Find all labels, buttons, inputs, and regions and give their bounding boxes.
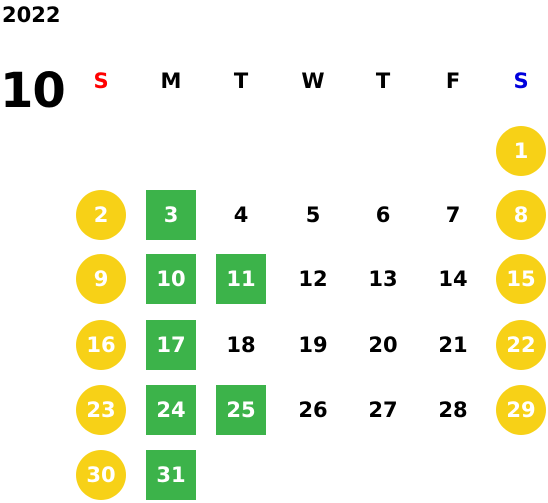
- weekday-thu: T: [375, 69, 391, 93]
- day-16[interactable]: 16: [76, 320, 126, 370]
- day-7[interactable]: 7: [445, 203, 461, 227]
- day-3[interactable]: 3: [146, 190, 196, 240]
- day-2[interactable]: 2: [76, 190, 126, 240]
- day-5[interactable]: 5: [305, 203, 321, 227]
- day-13[interactable]: 13: [368, 267, 398, 291]
- day-4[interactable]: 4: [233, 203, 249, 227]
- day-28[interactable]: 28: [438, 398, 468, 422]
- weekday-mon: M: [160, 69, 182, 93]
- day-14[interactable]: 14: [438, 267, 468, 291]
- day-10[interactable]: 10: [146, 254, 196, 304]
- day-11[interactable]: 11: [216, 254, 266, 304]
- day-22[interactable]: 22: [496, 320, 546, 370]
- weekday-sun: S: [93, 69, 109, 93]
- day-30[interactable]: 30: [76, 450, 126, 500]
- day-8[interactable]: 8: [496, 190, 546, 240]
- month-label: 10: [0, 63, 66, 119]
- weekday-sat: S: [513, 69, 529, 93]
- day-27[interactable]: 27: [368, 398, 398, 422]
- day-23[interactable]: 23: [76, 385, 126, 435]
- weekday-fri: F: [445, 69, 461, 93]
- day-12[interactable]: 12: [298, 267, 328, 291]
- weekday-wed: W: [301, 69, 325, 93]
- weekday-tue: T: [233, 69, 249, 93]
- day-25[interactable]: 25: [216, 385, 266, 435]
- year-label: 2022: [2, 3, 61, 27]
- day-29[interactable]: 29: [496, 385, 546, 435]
- day-24[interactable]: 24: [146, 385, 196, 435]
- day-18[interactable]: 18: [226, 333, 256, 357]
- day-1[interactable]: 1: [496, 126, 546, 176]
- day-6[interactable]: 6: [375, 203, 391, 227]
- day-19[interactable]: 19: [298, 333, 328, 357]
- day-9[interactable]: 9: [76, 254, 126, 304]
- day-15[interactable]: 15: [496, 254, 546, 304]
- day-31[interactable]: 31: [146, 450, 196, 500]
- day-21[interactable]: 21: [438, 333, 468, 357]
- day-17[interactable]: 17: [146, 320, 196, 370]
- day-26[interactable]: 26: [298, 398, 328, 422]
- day-20[interactable]: 20: [368, 333, 398, 357]
